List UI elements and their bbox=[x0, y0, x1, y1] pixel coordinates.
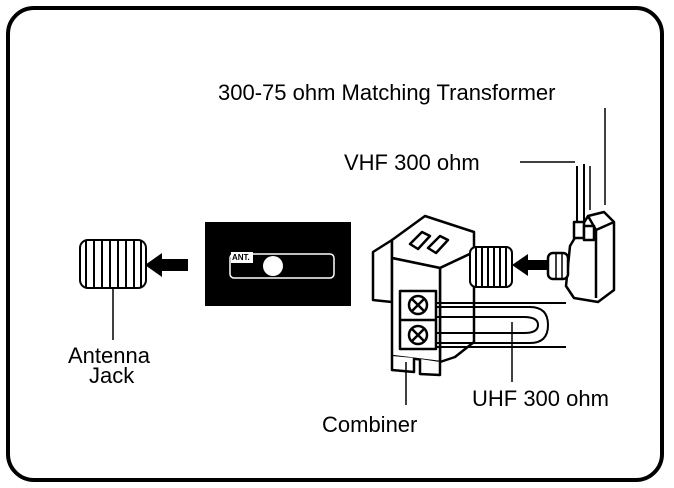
diagram-frame bbox=[6, 6, 664, 482]
uhf-twin-lead bbox=[436, 306, 550, 344]
combiner bbox=[371, 214, 476, 377]
ant-panel-label: ANT. bbox=[232, 253, 250, 262]
antenna-jack-label-line1: Antenna bbox=[68, 343, 150, 368]
arrow-into-jack bbox=[145, 253, 188, 277]
uhf-label: UHF 300 ohm bbox=[472, 386, 609, 411]
antenna-jack bbox=[79, 239, 147, 289]
matching-transformer bbox=[546, 164, 616, 304]
antenna-jack-label-line2: Jack bbox=[89, 363, 135, 388]
transformer-label: 300-75 ohm Matching Transformer bbox=[218, 80, 556, 105]
combiner-output-coil bbox=[469, 246, 513, 288]
arrow-into-combiner bbox=[512, 254, 547, 276]
vhf-label: VHF 300 ohm bbox=[344, 150, 480, 175]
ant-panel-tag bbox=[231, 252, 253, 263]
ant-panel bbox=[205, 222, 351, 306]
combiner-label: Combiner bbox=[322, 412, 418, 437]
